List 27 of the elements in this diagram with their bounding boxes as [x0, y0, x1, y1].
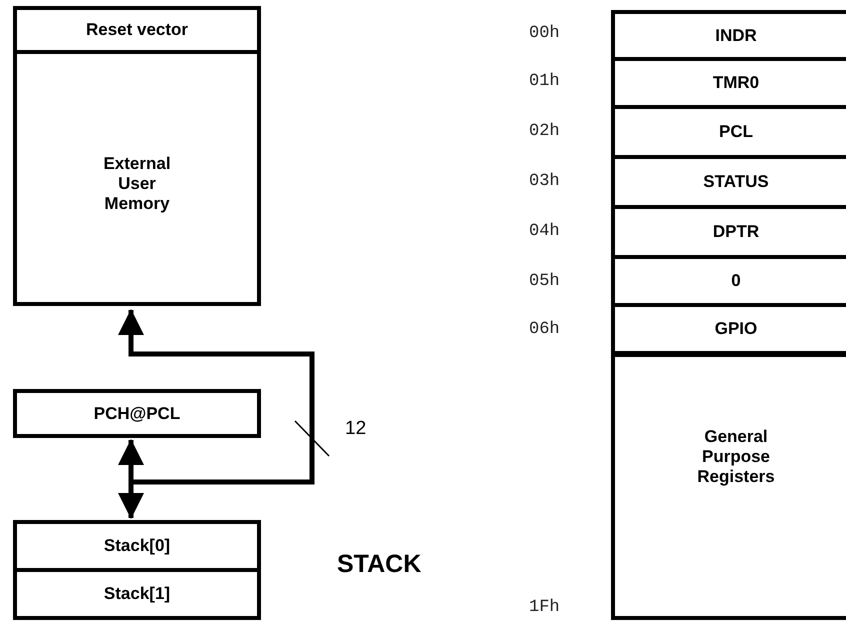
- register-name: Stack[1]: [104, 584, 170, 604]
- register-name: General Purpose Registers: [696, 427, 776, 487]
- register-name: External User Memory: [102, 154, 172, 214]
- register-name: Reset vector: [86, 20, 188, 40]
- address-label: 02h: [529, 122, 560, 141]
- register-name: INDR: [715, 26, 757, 46]
- register-name: 0: [731, 271, 741, 291]
- register-name: STATUS: [703, 172, 769, 192]
- register-block: [611, 353, 846, 620]
- register-name: PCL: [719, 122, 753, 142]
- address-label: 04h: [529, 222, 560, 241]
- address-label: 1Fh: [529, 598, 560, 617]
- address-label: 06h: [529, 320, 560, 339]
- section-heading: STACK: [337, 550, 422, 579]
- register-name: Stack[0]: [104, 536, 170, 556]
- address-label: 01h: [529, 72, 560, 91]
- address-label: 03h: [529, 172, 560, 191]
- register-box: [13, 389, 261, 438]
- address-label: 05h: [529, 272, 560, 291]
- address-label: 00h: [529, 24, 560, 43]
- register-name: DPTR: [712, 222, 760, 242]
- register-name: PCH@PCL: [94, 404, 180, 424]
- register-name: GPIO: [714, 319, 758, 339]
- edge-label: 12: [345, 418, 366, 440]
- register-name: TMR0: [712, 73, 760, 93]
- bus-arrow: [118, 309, 314, 484]
- bus-arrow: [118, 439, 144, 519]
